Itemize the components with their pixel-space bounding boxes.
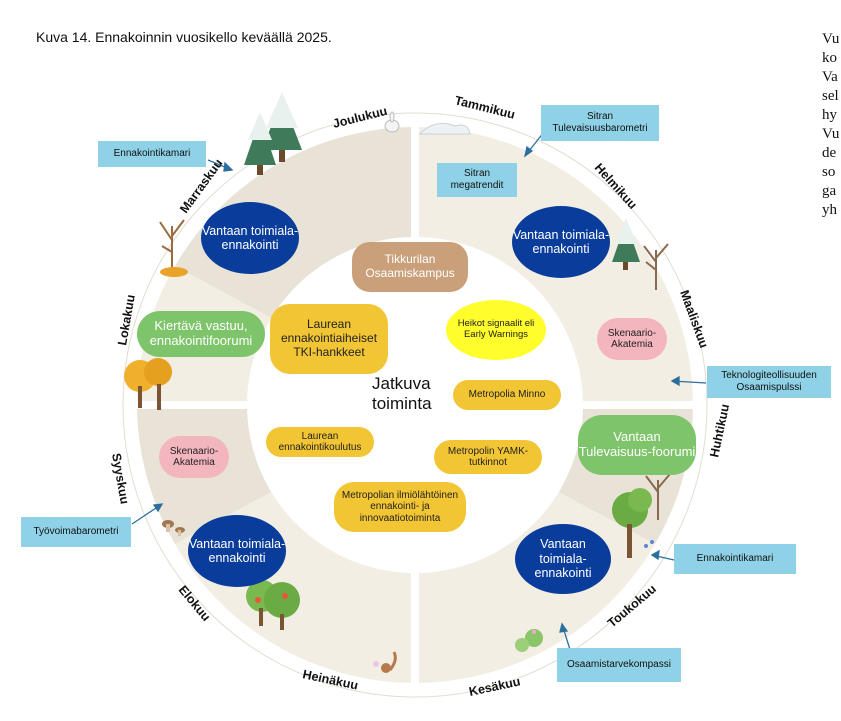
squirrel-icon: [373, 651, 397, 673]
kiertava-vastuu-foorumi: Kiertävä vastuu, ennakointifoorumi: [137, 311, 265, 357]
bush-icon: [515, 629, 543, 652]
callout-osaamistarvekompassi: Osaamistarvekompassi: [557, 648, 681, 682]
heikot-signaalit: Heikot signaalit eli Early Warnings: [446, 300, 546, 360]
cropped-side-text: Vu ko Va sel hy Vu de so ga yh: [822, 30, 841, 220]
snowy-tree-icon: [244, 92, 302, 175]
figure-caption: Kuva 14. Ennakoinnin vuosikello keväällä…: [36, 29, 332, 45]
side-text-line: hy: [822, 107, 837, 123]
metropolin-yamk-tutkinnot: Metropolin YAMK-tutkinnot: [434, 440, 542, 474]
skenaario-akatemia-mar: Skenaario-Akatemia: [597, 318, 667, 360]
leafy-tree-icon: [246, 580, 300, 630]
center-title: Jatkuva toiminta: [372, 374, 462, 414]
vantaa-toimiala-ennakointi-aug: Vantaan toimiala-ennakointi: [188, 515, 286, 587]
side-text-line: so: [822, 164, 836, 180]
mushroom-icon: [162, 520, 185, 536]
side-text-line: sel: [822, 88, 839, 104]
vantaa-toimiala-ennakointi-feb: Vantaan toimiala-ennakointi: [512, 206, 610, 278]
snow-mound-icon: [418, 122, 471, 135]
callout-arrows: [131, 131, 707, 657]
vantaa-toimiala-ennakointi-nov: Vantaan toimiala-ennakointi: [201, 202, 299, 274]
callout-sitran-megatrendit: Sitran megatrendit: [437, 163, 517, 197]
callout-ennakointikamari-may: Ennakointikamari: [674, 544, 796, 574]
center-title-line2: toiminta: [372, 394, 432, 413]
leaf-pile-icon: [160, 267, 188, 277]
metropolia-minno: Metropolia Minno: [453, 380, 561, 410]
bare-tree-icon: [645, 473, 671, 520]
snowy-tree-icon: [612, 218, 640, 270]
side-text-line: Vu: [822, 126, 840, 142]
flower-icon: [644, 540, 654, 548]
side-text-line: ga: [822, 183, 837, 199]
month-label-huhtikuu: Huhtikuu: [707, 403, 732, 459]
callout-tyovoimabarometri: Työvoimabarometri: [21, 517, 131, 547]
callout-teknologiteollisuus: Teknologiteollisuuden Osaamispulssi: [707, 366, 831, 398]
side-text-line: Va: [822, 69, 838, 85]
laurean-ennakointikoulutus: Laurean ennakointikoulutus: [266, 427, 374, 457]
callout-ennakointikamari-nov: Ennakointikamari: [98, 141, 206, 167]
bare-tree-icon: [159, 219, 185, 270]
leafy-tree-icon: [612, 488, 652, 558]
rabbit-icon: [384, 111, 400, 133]
callout-sitran-tulevaisuusbarometri: Sitran Tulevaisuusbarometri: [541, 105, 659, 141]
center-title-line1: Jatkuva: [372, 374, 431, 393]
autumn-tree-icon: [124, 358, 172, 410]
side-text-line: yh: [822, 202, 837, 218]
side-text-line: Vu: [822, 31, 840, 47]
vantaa-tulevaisuusfoorumi: Vantaan Tulevaisuus-foorumi: [578, 415, 696, 475]
skenaario-akatemia-sep: Skenaario-Akatemia: [159, 436, 229, 478]
laurean-tki-hankkeet: Laurean ennakointiaiheiset TKI-hankkeet: [270, 304, 388, 374]
quarter-dividers: [125, 115, 705, 695]
side-text-line: de: [822, 145, 837, 161]
tikkurilan-osaamiskampus: Tikkurilan Osaamiskampus: [352, 242, 468, 292]
metropolian-ilmiolahtoinen: Metropolian ilmiölähtöinen ennakointi- j…: [334, 482, 466, 532]
bare-tree-icon: [643, 243, 669, 290]
vantaa-toimiala-ennakointi-may: Vantaan toimiala-ennakointi: [515, 524, 611, 594]
side-text-line: ko: [822, 50, 837, 66]
